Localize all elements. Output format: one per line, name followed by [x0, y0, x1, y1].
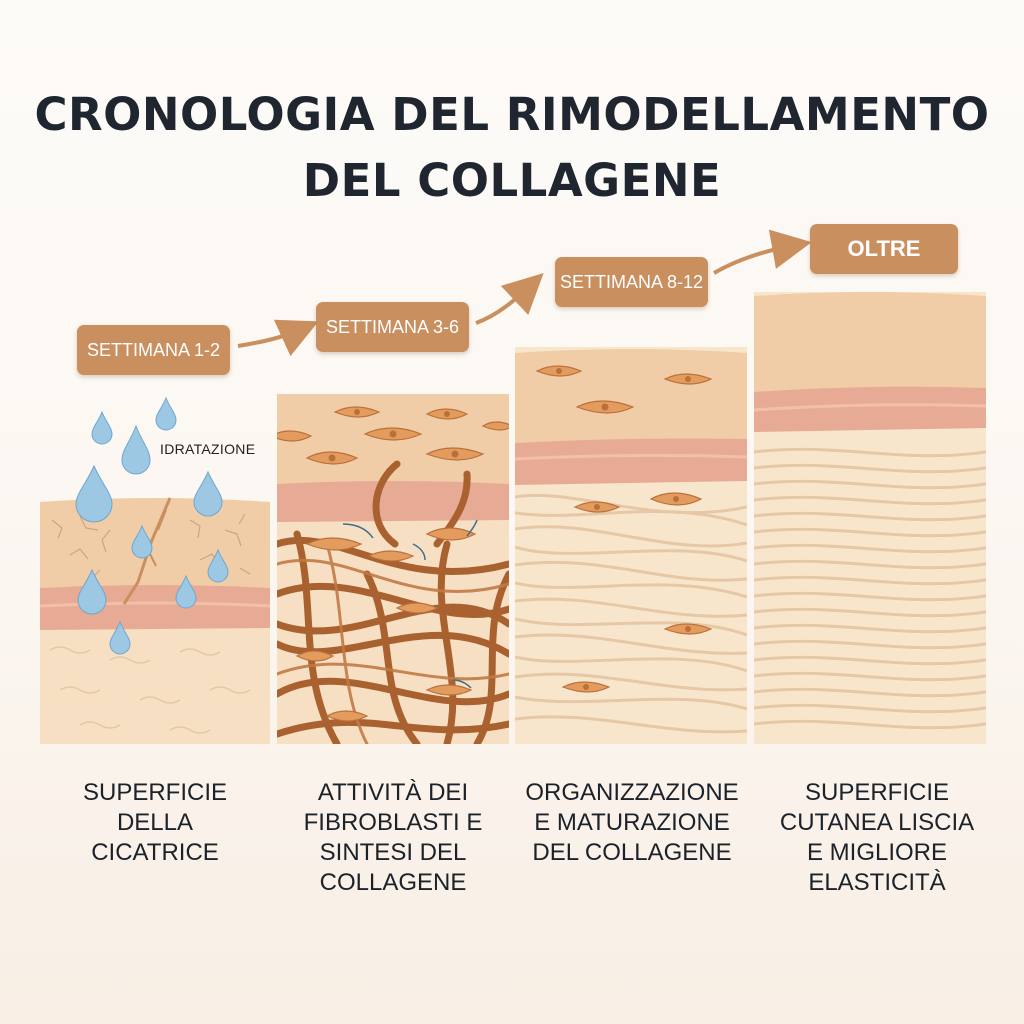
caption-line: SUPERFICIE: [82, 779, 228, 806]
stage-3-illustration: [515, 347, 747, 744]
arrow-2-to-3: [475, 273, 544, 325]
stage-3-caption: ORGANIZZAZIONE E MATURAZIONE DEL COLLAGE…: [509, 778, 755, 868]
caption-line: ATTIVITÀ DEI: [317, 779, 469, 806]
caption-line: ELASTICITÀ: [808, 869, 946, 896]
title-line-1: CRONOLOGIA DEL RIMODELLAMENTO: [34, 88, 990, 141]
page-title: CRONOLOGIA DEL RIMODELLAMENTO DEL COLLAG…: [0, 82, 1024, 214]
caption-line: DEL COLLAGENE: [532, 839, 732, 866]
title-line-2: DEL COLLAGENE: [302, 154, 722, 207]
caption-line: E MATURAZIONE: [534, 809, 730, 836]
hydration-annotation: IDRATAZIONE: [160, 441, 256, 457]
stage-2-caption: ATTIVITÀ DEI FIBROBLASTI E SINTESI DEL C…: [277, 778, 509, 898]
stage-1-badge: SETTIMANA 1-2: [77, 325, 230, 375]
caption-line: CUTANEA LISCIA: [779, 809, 975, 836]
caption-line: SINTESI DEL: [319, 839, 467, 866]
caption-line: FIBROBLASTI E: [303, 809, 483, 836]
stage-4-illustration: [754, 292, 986, 744]
stage-2-badge: SETTIMANA 3-6: [316, 302, 469, 352]
stage-2-illustration: [277, 394, 509, 744]
stage-3-badge: SETTIMANA 8-12: [555, 257, 708, 307]
stage-4-caption: SUPERFICIE CUTANEA LISCIA E MIGLIORE ELA…: [754, 778, 1000, 898]
caption-line: SUPERFICIE: [804, 779, 950, 806]
caption-line: CICATRICE: [91, 839, 219, 866]
stage-1-caption: SUPERFICIE DELLA CICATRICE: [40, 778, 270, 868]
stage-4-badge: OLTRE: [810, 224, 958, 274]
caption-line: ORGANIZZAZIONE: [525, 779, 739, 806]
arrow-3-to-4: [713, 229, 812, 275]
caption-line: COLLAGENE: [319, 869, 467, 896]
arrow-1-to-2: [237, 319, 319, 357]
stage-1-illustration: [40, 390, 270, 744]
caption-line: DELLA: [116, 809, 194, 836]
caption-line: E MIGLIORE: [806, 839, 948, 866]
